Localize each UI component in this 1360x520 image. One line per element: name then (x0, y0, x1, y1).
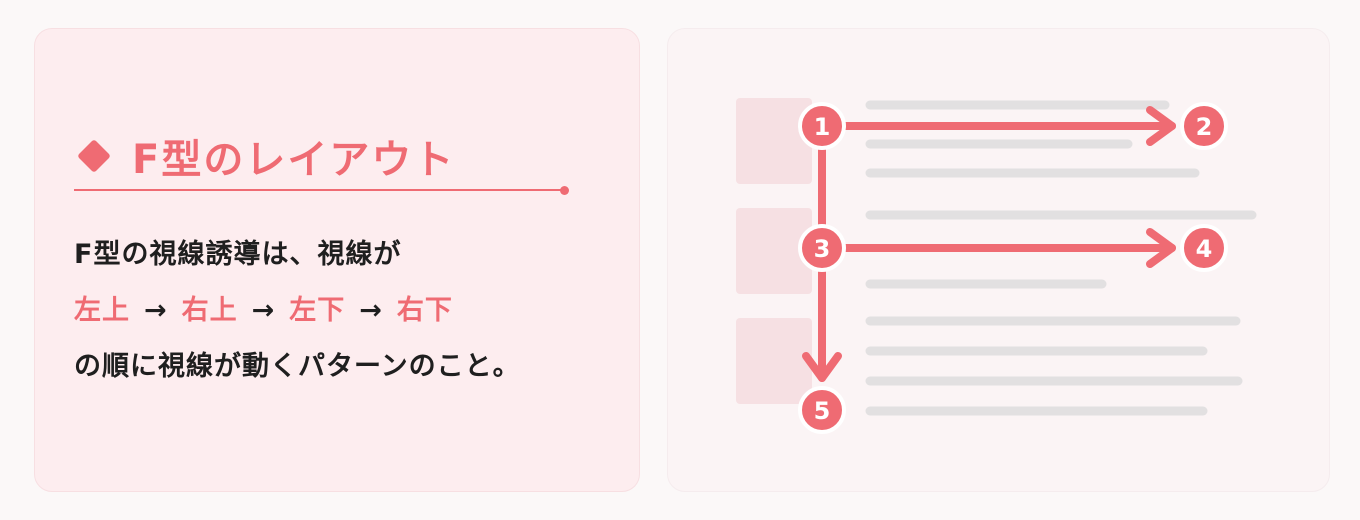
sequence-step-2: 右上 (181, 295, 238, 326)
step-number-4: 4 (1196, 235, 1213, 263)
step-marker-4: 4 (1180, 224, 1228, 272)
title-row: F型のレイアウト (74, 126, 455, 186)
arrowhead-2 (1146, 106, 1176, 146)
step-number-2: 2 (1196, 113, 1213, 141)
step-number-3: 3 (814, 235, 831, 263)
image-block-3 (736, 318, 812, 404)
arrowhead-5 (802, 352, 842, 382)
sequence-step-1: 左上 (74, 295, 130, 326)
arrowhead-4 (1146, 228, 1176, 268)
sequence-arrow-3: → (359, 295, 383, 326)
title-underline (74, 189, 564, 191)
step-markers: 1 2 3 4 5 (798, 102, 1228, 434)
sequence-step-3: 左下 (289, 295, 346, 326)
explanation-card (34, 28, 640, 492)
step-marker-5: 5 (798, 386, 846, 434)
image-block-1 (736, 98, 812, 184)
sequence-line: 左上 → 右上 → 左下 → 右下 (74, 288, 453, 327)
page-title: F型のレイアウト (132, 137, 456, 183)
step-marker-2: 2 (1180, 102, 1228, 150)
sequence-arrow-2: → (251, 295, 276, 326)
sequence-arrow-1: → (144, 295, 168, 326)
description-line-3: の順に視線が動くパターンのこと。 (74, 351, 521, 382)
image-block-2 (736, 208, 812, 294)
title-underline-dot (560, 186, 569, 195)
step-marker-3: 3 (798, 224, 846, 272)
description-line-1: F型の視線誘導は、視線が (74, 239, 402, 270)
sequence-step-4: 右下 (396, 295, 453, 326)
step-marker-1: 1 (798, 102, 846, 150)
step-number-1: 1 (814, 113, 831, 141)
step-number-5: 5 (814, 397, 831, 425)
text-lines (865, 100, 1257, 416)
